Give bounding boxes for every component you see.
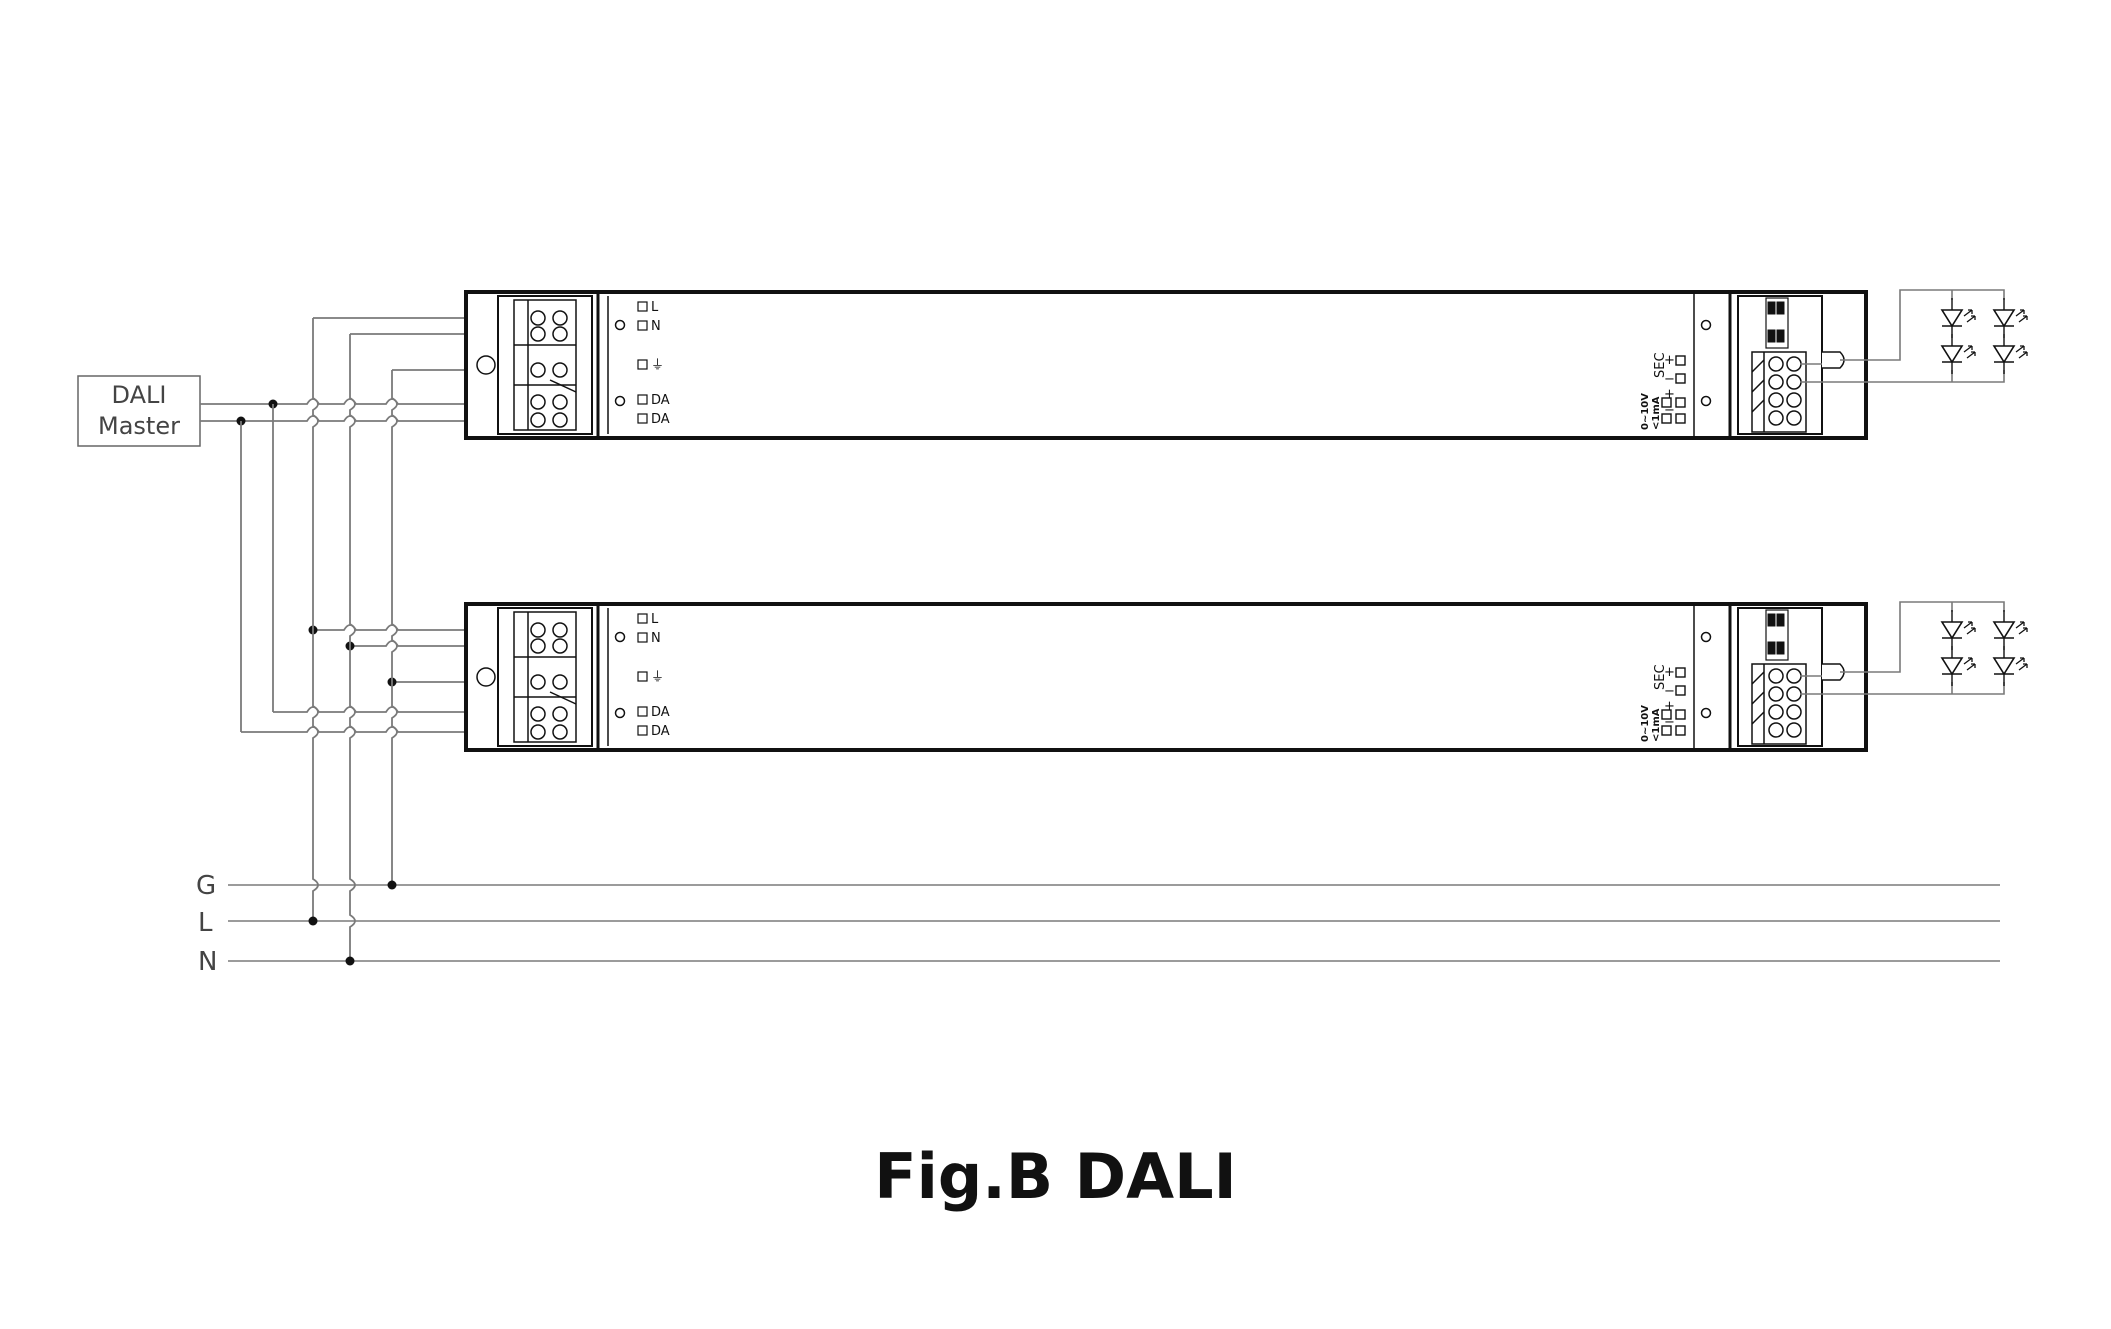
dali-master-line1: DALI (112, 381, 167, 409)
junction-n-mains (345, 956, 355, 966)
mains-label-n: N (198, 947, 217, 977)
wire-l-riser (312, 318, 319, 921)
driver-labels: LN⏚DADASEC+−0~10V<1mA+−LN⏚DADASEC+−0~10V… (651, 300, 1675, 742)
wire-g-riser (391, 370, 398, 885)
led-array-2 (1800, 601, 2028, 695)
mains-label-g: G (196, 871, 216, 901)
sec-plus: + (1664, 665, 1675, 680)
dali-master-line2: Master (98, 412, 180, 440)
input-label-5: DA (651, 724, 670, 739)
led-1 (1940, 610, 1976, 650)
input-label-3: ⏚ (651, 670, 664, 685)
led-wire-plus (1840, 601, 2005, 673)
led-wire-minus (1800, 370, 2005, 383)
led-4 (1992, 334, 2028, 374)
led-wire-plus (1840, 289, 2005, 361)
figure-caption: Fig.B DALI (874, 1140, 1237, 1213)
sec-minus: − (1664, 684, 1675, 699)
dim-plus: + (1664, 699, 1675, 714)
dim-label-range: 0~10V (1640, 393, 1651, 430)
led-2 (1940, 334, 1976, 374)
dim-label-range: 0~10V (1640, 705, 1651, 742)
mains-bus: G L N (196, 871, 2000, 977)
input-label-4: DA (651, 393, 670, 408)
dim-plus: + (1664, 387, 1675, 402)
sec-label: SEC (1653, 352, 1668, 378)
input-label-2: N (651, 631, 661, 646)
dim-minus: − (1664, 715, 1675, 730)
input-label-1: L (651, 300, 659, 315)
dim-label-current: <1mA (1651, 396, 1662, 430)
sec-plus: + (1664, 353, 1675, 368)
input-label-3: ⏚ (651, 358, 664, 373)
input-label-2: N (651, 319, 661, 334)
led-loads (1800, 289, 2028, 695)
dim-minus: − (1664, 403, 1675, 418)
junction-g-mains (387, 880, 397, 890)
input-label-4: DA (651, 705, 670, 720)
led-1 (1940, 298, 1976, 338)
wire-n-riser (349, 334, 356, 961)
led-2 (1940, 646, 1976, 686)
input-label-5: DA (651, 412, 670, 427)
sec-label: SEC (1653, 664, 1668, 690)
mains-label-l: L (198, 908, 213, 938)
input-label-1: L (651, 612, 659, 627)
junction-l-mains (308, 916, 318, 926)
dali-master: DALI Master (77, 375, 201, 447)
sec-minus: − (1664, 372, 1675, 387)
led-array-1 (1800, 289, 2028, 383)
led-3 (1992, 610, 2028, 650)
led-3 (1992, 298, 2028, 338)
led-4 (1992, 646, 2028, 686)
led-wire-minus (1800, 682, 2005, 695)
dim-label-current: <1mA (1651, 708, 1662, 742)
